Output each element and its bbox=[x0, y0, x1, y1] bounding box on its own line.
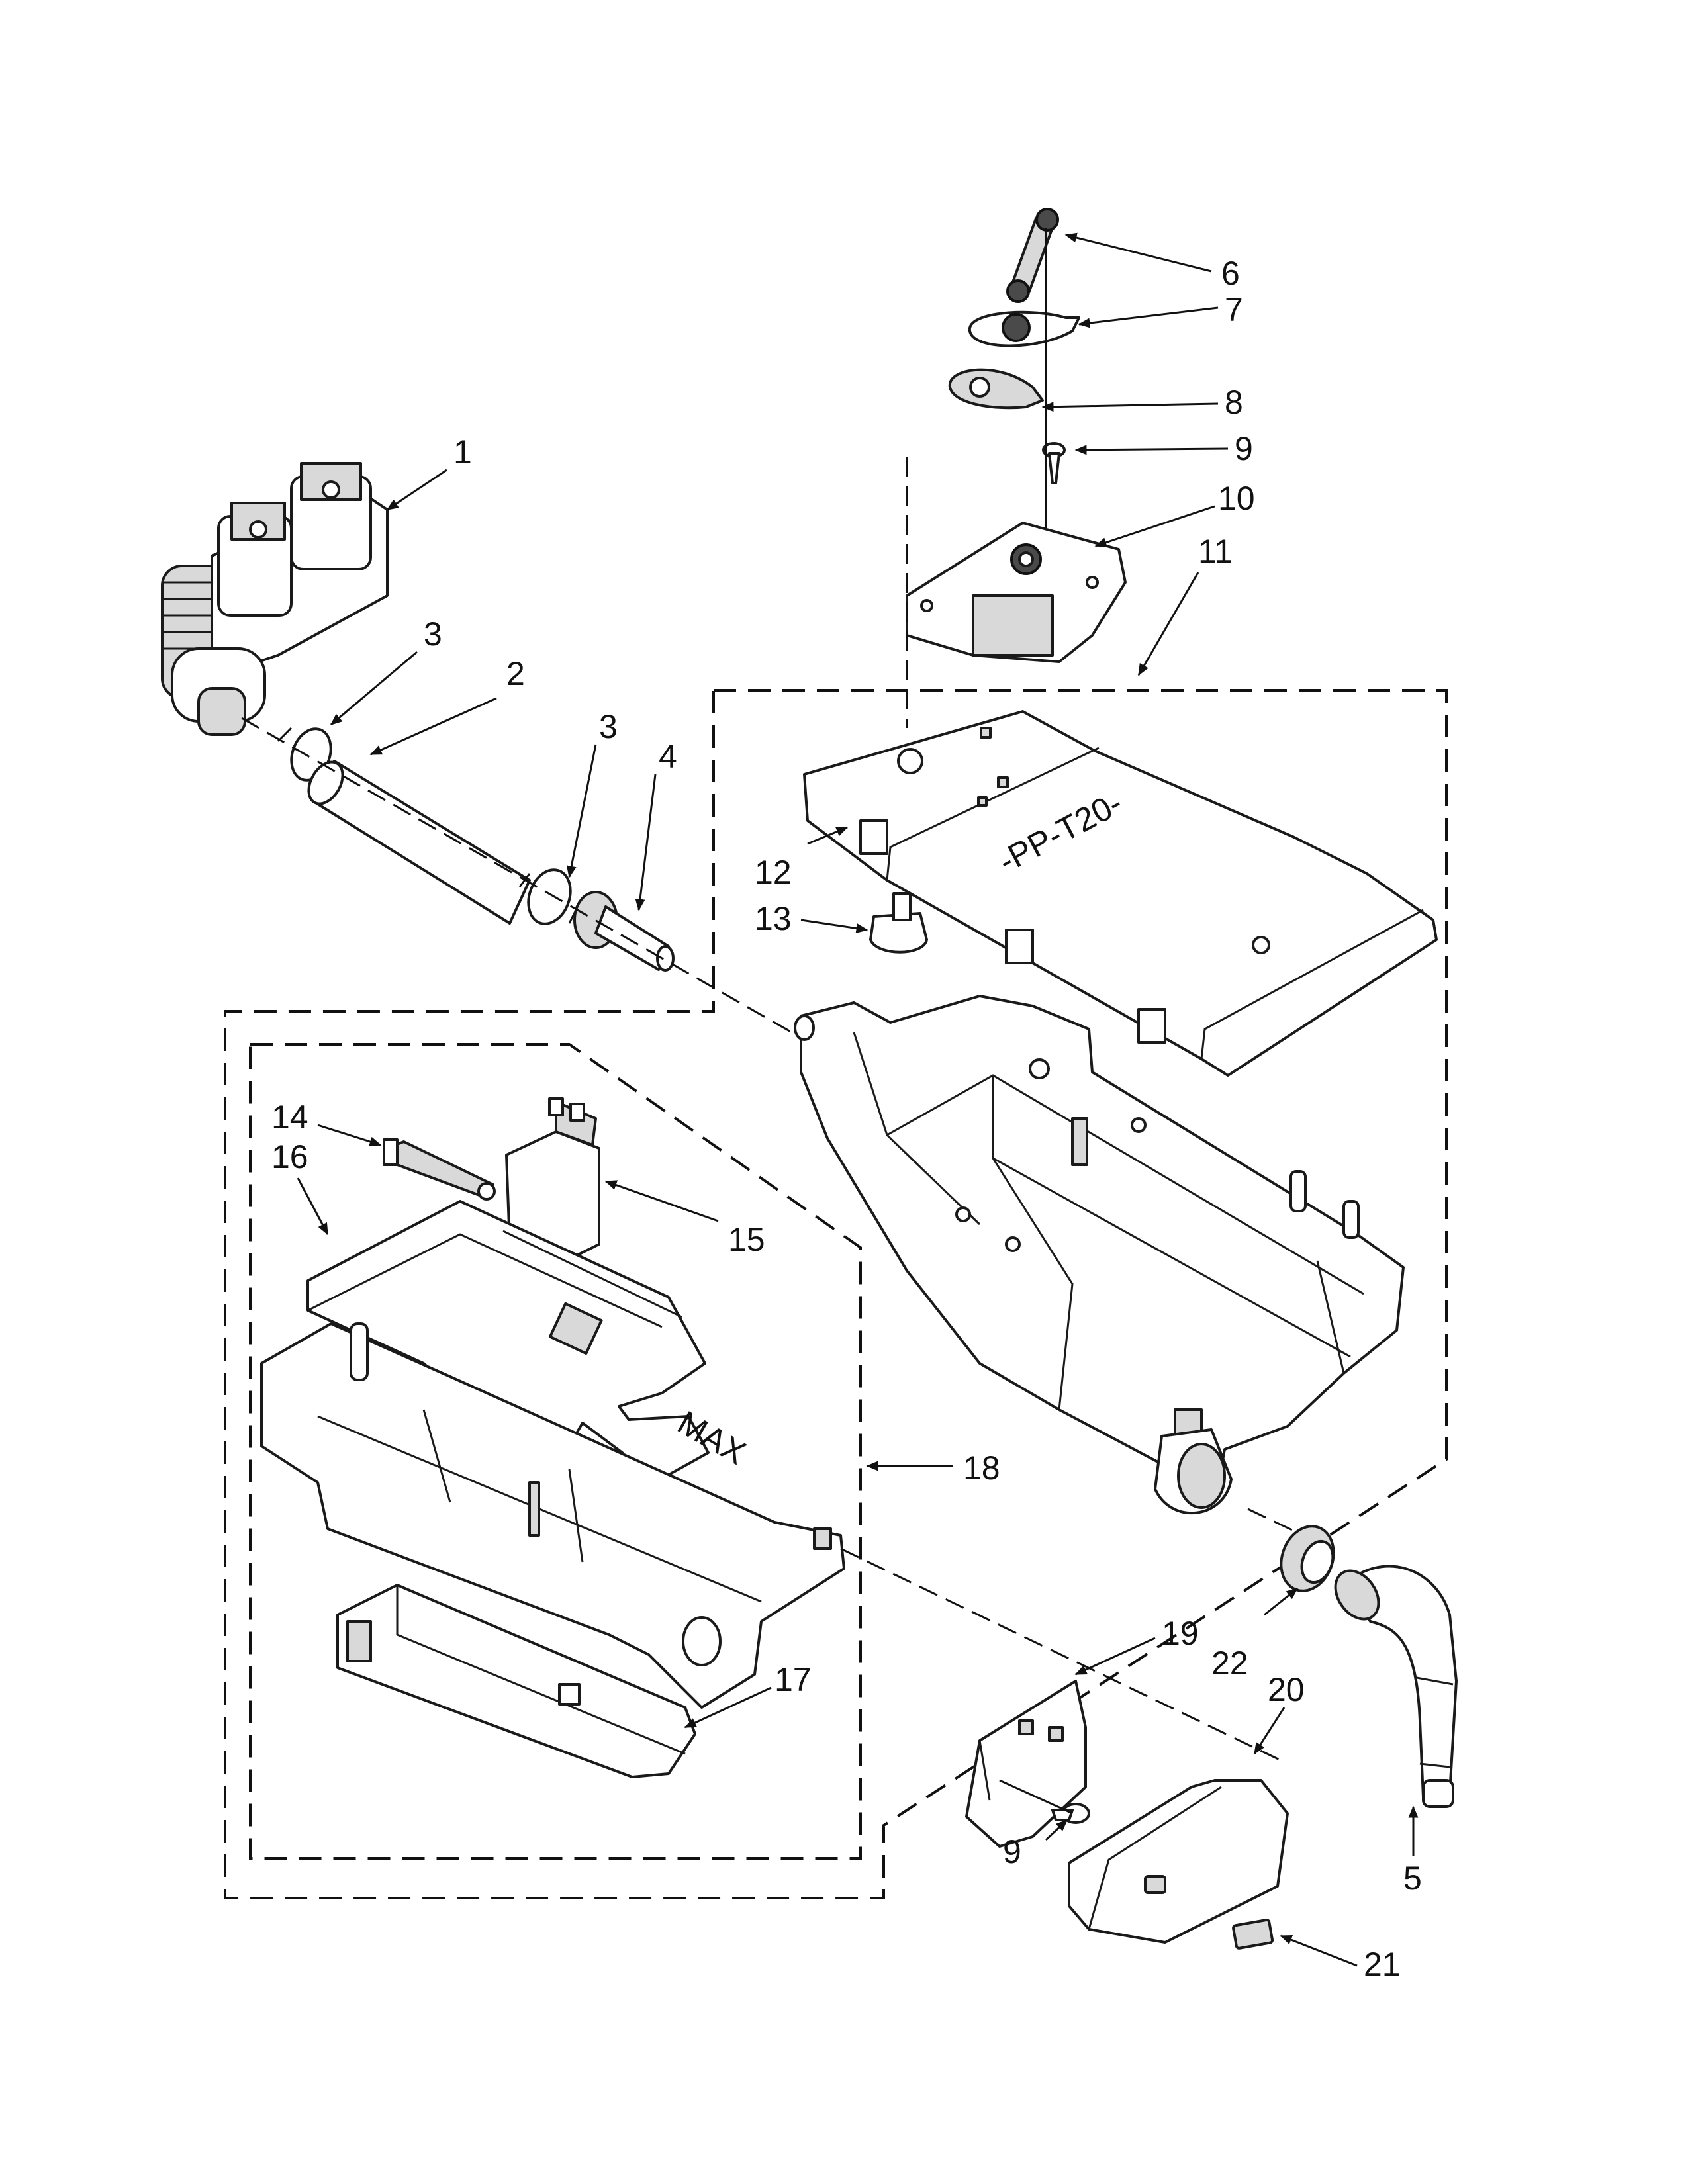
part-18-dispenser-drawer bbox=[260, 1322, 845, 1709]
callout-6: 6 bbox=[1221, 255, 1240, 292]
callout-17: 17 bbox=[774, 1661, 812, 1698]
callout-4: 4 bbox=[659, 738, 677, 775]
part-14-siphon-cap bbox=[383, 1138, 496, 1201]
screw-axis-line bbox=[999, 1779, 1073, 1815]
callout-10: 10 bbox=[1218, 480, 1255, 517]
assembly-11-dashed-outline bbox=[224, 689, 1448, 1899]
callout-18: 18 bbox=[963, 1449, 1000, 1486]
callout-21: 21 bbox=[1364, 1946, 1401, 1983]
part-11-dispenser-housing bbox=[794, 995, 1405, 1515]
part-4-inlet-elbow bbox=[573, 891, 675, 972]
callout-11: 11 bbox=[1198, 533, 1233, 570]
callout-14: 14 bbox=[271, 1099, 308, 1136]
callout-16: 16 bbox=[271, 1138, 308, 1175]
callout-3-lower: 3 bbox=[599, 708, 618, 745]
part-12-dispenser-cover: -PP-T20- bbox=[803, 710, 1438, 1077]
callout-7: 7 bbox=[1225, 291, 1243, 328]
part-22-outlet-grommet bbox=[1280, 1525, 1335, 1592]
part-13-float bbox=[869, 892, 928, 954]
part-17-drawer-front bbox=[336, 1584, 696, 1778]
part-21-badge bbox=[1232, 1919, 1274, 1950]
callout-5: 5 bbox=[1403, 1860, 1422, 1897]
callout-9-upper: 9 bbox=[1235, 430, 1253, 467]
callout-1: 1 bbox=[453, 433, 472, 471]
part-6-lever-arm bbox=[1006, 208, 1059, 303]
part-1-water-inlet-valve bbox=[161, 462, 389, 736]
part-8-gasket-plate bbox=[948, 368, 1044, 410]
part-7-cam-plate bbox=[968, 310, 1080, 347]
inlet-axis-line bbox=[241, 717, 798, 1037]
part-3-hose-clamp-lower bbox=[518, 868, 577, 925]
part-10-dispenser-actuator bbox=[906, 522, 1127, 663]
part-15-bleach-cup-insert bbox=[505, 1097, 600, 1265]
callout-leaders bbox=[297, 232, 1419, 1967]
callout-13: 13 bbox=[755, 900, 792, 937]
part-2-hose bbox=[307, 760, 531, 925]
callout-15: 15 bbox=[728, 1221, 765, 1258]
callout-8: 8 bbox=[1225, 384, 1243, 421]
callout-9-lower: 9 bbox=[1003, 1833, 1021, 1870]
callout-22: 22 bbox=[1211, 1645, 1248, 1682]
callout-numbers: 1 2 3 3 4 5 6 7 8 9 9 10 11 12 13 14 15 … bbox=[271, 255, 1422, 1983]
callout-19: 19 bbox=[1162, 1615, 1199, 1652]
assembly-18-dashed-outline bbox=[249, 1043, 862, 1860]
drawer-axis-line bbox=[840, 1547, 1282, 1762]
part-9-screw-upper bbox=[1042, 442, 1066, 484]
callout-3-upper: 3 bbox=[424, 615, 442, 653]
callout-20: 20 bbox=[1268, 1671, 1305, 1708]
callout-12: 12 bbox=[755, 854, 792, 891]
part-5-dispenser-hose bbox=[1334, 1565, 1458, 1808]
part-20-handle-cover bbox=[1068, 1779, 1289, 1944]
callout-2: 2 bbox=[506, 655, 525, 692]
